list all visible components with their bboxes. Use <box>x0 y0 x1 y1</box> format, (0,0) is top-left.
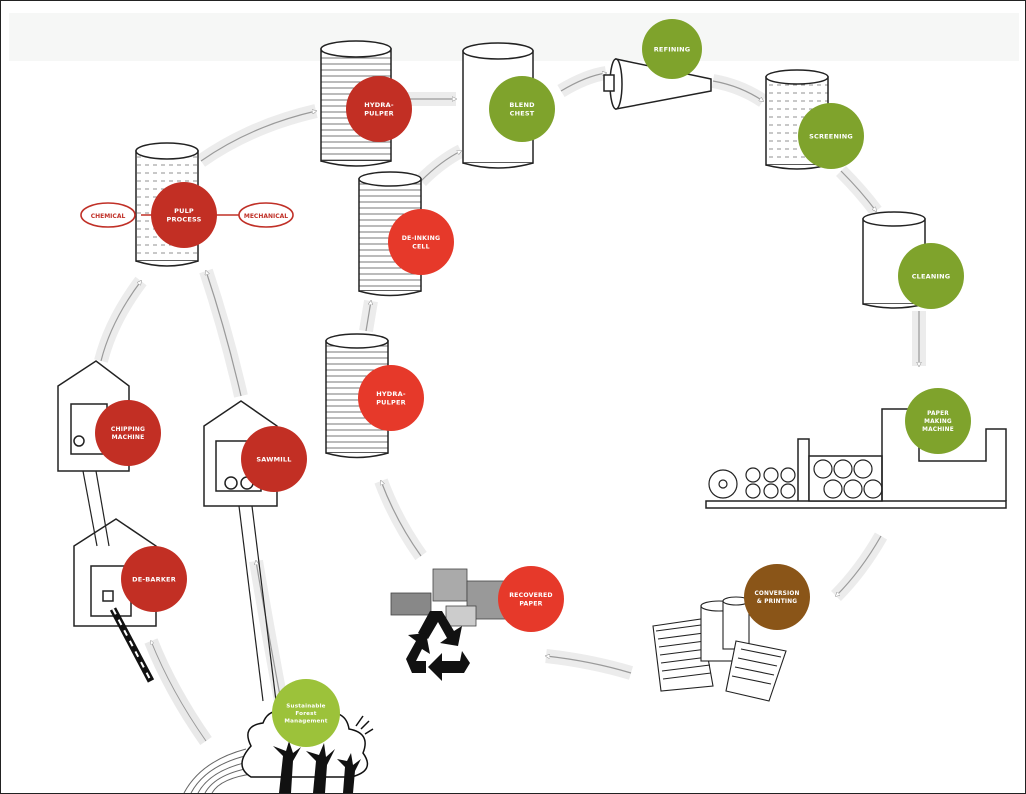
paper-machine-label: MAKING <box>924 419 952 425</box>
deinking-label: CELL <box>412 243 429 250</box>
hydrapulper-top-node: HYDRA-PULPER <box>346 76 412 142</box>
forest-circle <box>272 679 340 747</box>
deinking-label: DE-INKING <box>402 235 441 242</box>
flow-arrows <box>94 66 926 746</box>
conversion-label: & PRINTING <box>757 599 798 605</box>
screening-node: SCREENING <box>798 103 864 169</box>
recovered-paper-label: PAPER <box>519 600 542 607</box>
paper-making-machine-icon <box>705 408 1007 509</box>
debarker-label: DE-BARKER <box>132 575 176 583</box>
chemical-option-ring <box>80 202 136 228</box>
sawmill-node: SAWMILL <box>241 426 307 492</box>
deinking-circle <box>388 209 454 275</box>
blend-chest-label: CHEST <box>510 110 535 118</box>
hydrapulper-low-label: PULPER <box>376 399 406 407</box>
chemical-label: CHEMICAL <box>91 213 126 220</box>
paper-stack-icon <box>652 596 787 702</box>
conversion-circle <box>744 564 810 630</box>
pulp-process-circle <box>151 182 217 248</box>
screening-tank-icon <box>765 69 829 170</box>
refining-label: REFINING <box>654 45 691 53</box>
forest-label: Sustainable <box>286 703 325 709</box>
process-nodes: HYDRA-PULPERBLENDCHESTREFININGSCREENINGC… <box>95 19 971 747</box>
conversion-label: CONVERSION <box>754 591 799 597</box>
chipping-label: CHIPPING <box>111 426 145 433</box>
debarker-circle <box>121 546 187 612</box>
forest-label: Forest <box>295 711 316 717</box>
pulp-process-label: PROCESS <box>167 216 202 224</box>
cleaning-node: CLEANING <box>898 243 964 309</box>
sawmill-circle <box>241 426 307 492</box>
paper-machine-label: MACHINE <box>922 427 954 433</box>
hydrapulper-top-label: PULPER <box>364 110 394 118</box>
mechanical-option-ring <box>238 202 294 228</box>
hydrapulper-low-circle <box>358 365 424 431</box>
hydrapulper-low-label: HYDRA- <box>376 390 406 398</box>
mechanical-label: MECHANICAL <box>244 213 288 220</box>
debarker-node: DE-BARKER <box>121 546 187 612</box>
refining-circle <box>642 19 702 79</box>
cleaning-circle <box>898 243 964 309</box>
cleaning-label: CLEANING <box>912 272 951 280</box>
paper-machine-node: PAPER MAKING MACHINE <box>905 388 971 454</box>
recycle-icon <box>406 611 470 681</box>
sawmill-label: SAWMILL <box>256 455 291 463</box>
hydrapulper-top-label: HYDRA- <box>364 101 394 109</box>
recovered-paper-stack-icon <box>390 568 510 627</box>
refining-node: REFINING <box>642 19 702 79</box>
blend-chest-circle <box>489 76 555 142</box>
blend-chest-label: BLEND <box>509 101 535 109</box>
hydrapulper-top-circle <box>346 76 412 142</box>
recovered-paper-circle <box>498 566 564 632</box>
forest-label: Management <box>284 719 327 725</box>
chipping-label: MACHINE <box>112 434 145 441</box>
paper-machine-label: PAPER <box>927 411 949 417</box>
screening-circle <box>798 103 864 169</box>
pulp-process-label: PULP <box>174 207 194 215</box>
log-conveyor-icon <box>82 470 277 702</box>
hydrapulper-low-node: HYDRA-PULPER <box>358 365 424 431</box>
recovered-paper-label: RECOVERED <box>509 592 553 599</box>
paper-machine-circle <box>905 388 971 454</box>
chipping-circle <box>95 400 161 466</box>
screening-label: SCREENING <box>809 132 853 140</box>
conversion-node: CONVERSION & PRINTING <box>744 564 810 630</box>
